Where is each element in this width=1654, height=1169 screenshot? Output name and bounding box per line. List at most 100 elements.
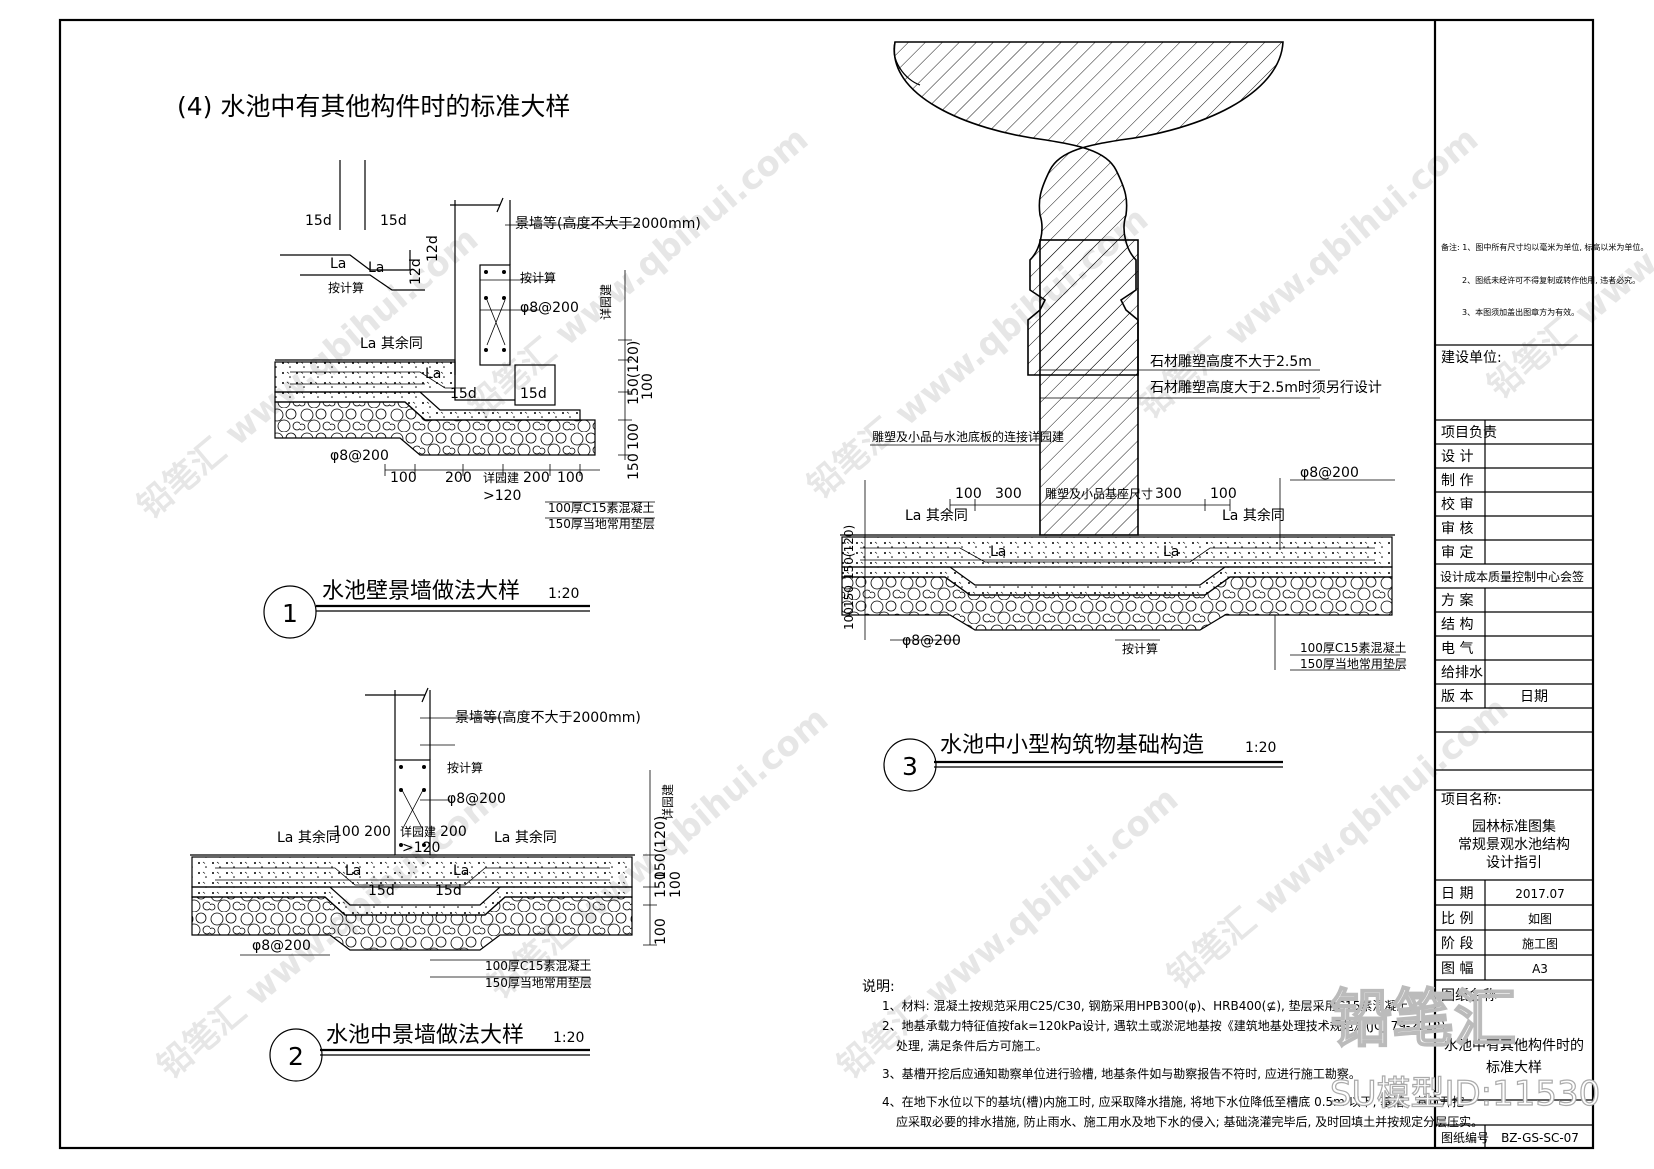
detail-design-label: 详园建 [400, 824, 436, 839]
detail-1-drawing [274, 160, 655, 519]
dim-v: 150 [842, 585, 856, 608]
detail-scale: 1:20 [548, 586, 579, 602]
detail-1-labels: 15d 15d La La 按计算 12d 12d 景墙等(高度不大于2000m… [305, 213, 701, 531]
drawing-name: 标准大样 [1486, 1060, 1542, 1076]
d15-label: 15d [435, 883, 462, 899]
detail-title: 水池中小型构筑物基础构造 [940, 733, 1204, 758]
dims-label: 100 200 [333, 824, 391, 840]
detail-number: 1 [282, 599, 298, 628]
la-same-label: La 其余同 [360, 335, 423, 352]
d15-label: 15d [450, 386, 477, 402]
la-label: La [990, 544, 1006, 560]
detail-title: 水池中景墙做法大样 [326, 1023, 524, 1048]
dim-v: 100 [653, 918, 669, 945]
remark-line: 3、本图须加盖出图章方为有效。 [1462, 307, 1579, 317]
drawing-name: 水池中有其他构件时的 [1444, 1038, 1584, 1054]
dim-v: 150(120) [653, 816, 669, 880]
rebar-label: φ8@200 [447, 791, 506, 807]
note-item: 应采取必要的排水措施, 防止雨水、施工用水及地下水的侵入; 基础浇灌完毕后, 及… [896, 1114, 1483, 1129]
dim-h: 详园建 [483, 470, 519, 485]
info-label: 比 例 [1441, 911, 1473, 927]
row-label: 设 计 [1441, 449, 1473, 465]
dim-v: 100 [640, 373, 656, 400]
calc-label: 按计算 [520, 270, 556, 285]
la-same-label: La 其余同 [494, 829, 557, 846]
la-label: La [1163, 544, 1179, 560]
row-label: 审 核 [1441, 521, 1473, 537]
info-value: A3 [1532, 962, 1548, 976]
dim-v: 100 [626, 423, 642, 450]
la-same-label: La 其余同 [905, 507, 968, 524]
detail-3-title: 3 水池中小型构筑物基础构造 1:20 [883, 733, 1283, 792]
dim-h: 200 [440, 824, 467, 840]
detail-3-drawing [840, 41, 1400, 671]
countersign-label: 设计成本质量控制中心会签 [1440, 569, 1584, 584]
dim-h: 100 [390, 470, 417, 486]
dim-h: 100 [1210, 486, 1237, 502]
detail-number: 3 [902, 752, 918, 781]
info-value: 施工图 [1522, 937, 1558, 951]
corner-watermark: 铅笔汇 [1330, 982, 1516, 1055]
la-label: La [330, 256, 346, 272]
d15-label: 15d [368, 883, 395, 899]
la-same-label: La 其余同 [1222, 507, 1285, 524]
corner-model-id: SU模型ID:11530 [1330, 1074, 1600, 1114]
dim-v: 100 [668, 871, 684, 898]
base-size-label: 雕塑及小品基座尺寸 [1045, 486, 1153, 501]
calc-label: 按计算 [447, 760, 483, 775]
detail-1-title: 1 水池壁景墙做法大样 1:20 [263, 579, 590, 639]
rebar-label: φ8@200 [902, 633, 961, 649]
dim-v: 100 [842, 607, 856, 630]
info-label: 图 幅 [1441, 961, 1473, 977]
stone-label: 石材雕塑高度不大于2.5m [1150, 353, 1312, 370]
dim-h: 200 [523, 470, 550, 486]
rebar-label: φ8@200 [330, 448, 389, 464]
remark-line: 备注: 1、图中所有尺寸均以毫米为单位, 标高以米为单位。 [1441, 242, 1648, 252]
rebar-label: φ8@200 [252, 938, 311, 954]
row-label: 结 构 [1441, 617, 1473, 633]
layer-label: 100厚C15素混凝土 [485, 958, 592, 973]
dim-v: 150(120) [842, 525, 856, 580]
note-item: 1、材料: 混凝土按规范采用C25/C30, 钢筋采用HPB300(φ)、HRB… [882, 998, 1420, 1013]
rebar-label: φ8@200 [1300, 465, 1359, 481]
detail-3-labels: 石材雕塑高度不大于2.5m 石材雕塑高度大于2.5m时须另行设计 雕塑及小品与水… [842, 353, 1407, 671]
project-name: 常规景观水池结构 [1458, 837, 1570, 853]
client-label: 建设单位: [1441, 350, 1502, 366]
layer-label: 150厚当地常用垫层 [548, 516, 655, 531]
layer-label: 150厚当地常用垫层 [485, 975, 592, 990]
rebar-label: φ8@200 [520, 300, 579, 316]
dim-h: 100 [557, 470, 584, 486]
project-name: 园林标准图集 [1472, 818, 1556, 835]
remark-line: 2、图纸未经许可不得复制或转作他用, 违者必究。 [1462, 275, 1640, 285]
info-value: 2017.07 [1515, 887, 1565, 901]
dim-v: 150 [653, 871, 669, 898]
project-name: 设计指引 [1486, 855, 1542, 871]
d15-label: 15d [520, 386, 547, 402]
notes-heading: 说明: [862, 979, 895, 995]
connect-label: 雕塑及小品与水池底板的连接详园建 [872, 429, 1064, 444]
la-label: La [425, 366, 441, 382]
side-label: 详园建 [660, 784, 675, 820]
row-label: 制 作 [1441, 473, 1473, 489]
info-value: 如图 [1528, 911, 1552, 926]
main-title: (4) 水池中有其他构件时的标准大样 [177, 92, 570, 121]
dim-v: 150(120) [626, 341, 642, 405]
detail-2-labels: 景墙等(高度不大于2000mm) 按计算 φ8@200 La 其余同 100 2… [252, 709, 684, 990]
drawing-no-label: 图纸编号 [1441, 1130, 1489, 1145]
calc-label: 按计算 [328, 280, 364, 295]
calc-label: 按计算 [1122, 641, 1158, 656]
la-same-label: La 其余同 [277, 829, 340, 846]
note-item: 3、基槽开挖后应通知勘察单位进行验槽, 地基条件如与勘察报告不符时, 应进行施工… [882, 1066, 1361, 1081]
note-item: 2、地基承载力特征值按fak=120kPa设计, 遇软土或淤泥地基按《建筑地基处… [882, 1018, 1445, 1033]
dim-h: 300 [1155, 486, 1182, 502]
row-label: 电 气 [1441, 641, 1473, 657]
d15-label: 15d [305, 213, 332, 229]
d12-label: 12d [425, 235, 441, 262]
notes-block: 说明: 1、材料: 混凝土按规范采用C25/C30, 钢筋采用HPB300(φ)… [862, 979, 1483, 1129]
row-label: 给排水 [1441, 665, 1483, 681]
row-label: 方 案 [1441, 592, 1473, 609]
row-label: 审 定 [1441, 545, 1473, 561]
la-label: La [345, 863, 361, 879]
layer-label: 100厚C15素混凝土 [1300, 640, 1407, 655]
